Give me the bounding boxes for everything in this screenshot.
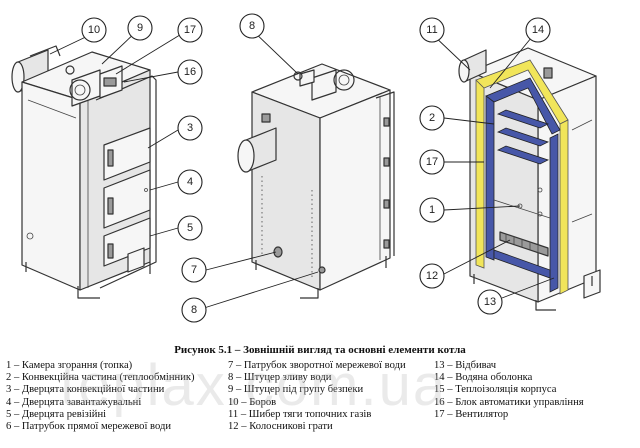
- legend-column-2: 7 – Патрубок зворотної мережевої води 8 …: [228, 360, 406, 433]
- callout-13: 13: [477, 289, 503, 315]
- door-revision: [103, 217, 151, 273]
- svg-text:13: 13: [484, 296, 496, 308]
- callout-16: 16: [177, 59, 203, 85]
- svg-text:7: 7: [191, 264, 197, 276]
- callout-3: 3: [177, 115, 203, 141]
- callout-5: 5: [177, 215, 203, 241]
- svg-text:14: 14: [532, 24, 544, 36]
- callout-9: 9: [127, 15, 153, 41]
- legend-item: 7 – Патрубок зворотної мережевої води: [228, 360, 406, 371]
- callout-17-right: 17: [419, 149, 445, 175]
- legend-item: 13 – Відбивач: [434, 360, 497, 371]
- boiler-diagram: 10 9 17 16 3 4 5 8 7 8 11 14: [11, 13, 601, 323]
- svg-text:16: 16: [184, 66, 196, 78]
- callout-1: 1: [419, 197, 445, 223]
- svg-text:8: 8: [191, 304, 197, 316]
- svg-text:10: 10: [88, 24, 100, 36]
- svg-text:8: 8: [249, 20, 255, 32]
- legend: 1 – Камера згорання (топка) 2 – Конвекці…: [6, 360, 636, 446]
- legend-item: 11 – Шибер тяги топочних газів: [228, 408, 372, 420]
- callout-12: 12: [419, 263, 445, 289]
- svg-text:5: 5: [187, 222, 193, 234]
- legend-item: 4 – Дверцята завантажувальні: [6, 396, 142, 408]
- boiler-rear-view: [237, 63, 395, 299]
- callout-2: 2: [419, 105, 445, 131]
- legend-item: 16 – Блок автоматики управління: [434, 396, 584, 408]
- legend-column-3: 13 – Відбивач 14 – Водяна оболонка 15 – …: [434, 360, 584, 421]
- legend-item: 14 – Водяна оболонка: [434, 372, 533, 384]
- svg-text:9: 9: [137, 22, 143, 34]
- legend-item: 6 – Патрубок прямої мережевої води: [6, 421, 172, 433]
- callout-8-top: 8: [239, 13, 265, 39]
- svg-text:1: 1: [429, 204, 435, 216]
- svg-text:2: 2: [429, 112, 435, 124]
- rear-fan-unit: [293, 69, 355, 101]
- legend-item: 12 – Колосникові грати: [228, 421, 333, 433]
- svg-text:4: 4: [187, 176, 193, 188]
- callout-17-left: 17: [177, 17, 203, 43]
- grate: [499, 231, 549, 257]
- legend-item: 10 – Боров: [228, 396, 277, 408]
- callout-14: 14: [525, 17, 551, 43]
- callout-7: 7: [181, 257, 207, 283]
- door-convection: [103, 127, 151, 181]
- figure-caption: Рисунок 5.1 – Зовнішній вигляд та основн…: [174, 344, 466, 356]
- legend-column-1: 1 – Камера згорання (топка) 2 – Конвекці…: [6, 360, 195, 433]
- legend-item: 15 – Теплоізоляція корпуса: [434, 384, 557, 396]
- svg-text:3: 3: [187, 122, 193, 134]
- legend-item: 1 – Камера згорання (топка): [6, 360, 133, 371]
- callout-8-bottom: 8: [181, 297, 207, 323]
- svg-text:12: 12: [426, 270, 438, 282]
- boiler-cutaway-view: [458, 47, 601, 311]
- legend-item: 2 – Конвекційна частина (теплообмінник): [6, 372, 195, 384]
- callout-10: 10: [81, 17, 107, 43]
- legend-item: 17 – Вентилятор: [434, 408, 509, 420]
- legend-item: 5 – Дверцята ревізійні: [6, 408, 107, 420]
- legend-item: 9 – Штуцер під групу безпеки: [228, 384, 364, 396]
- callout-4: 4: [177, 169, 203, 195]
- svg-text:11: 11: [426, 24, 437, 36]
- rear-flue-collar: [237, 113, 277, 173]
- legend-item: 8 – Штуцер зливу води: [228, 372, 332, 384]
- boiler-front-view: [11, 45, 157, 299]
- svg-text:17: 17: [426, 156, 438, 168]
- legend-item: 3 – Дверцята конвекційної частини: [6, 384, 165, 396]
- door-loading: [103, 169, 151, 229]
- svg-text:17: 17: [184, 24, 196, 36]
- callout-11: 11: [419, 17, 445, 43]
